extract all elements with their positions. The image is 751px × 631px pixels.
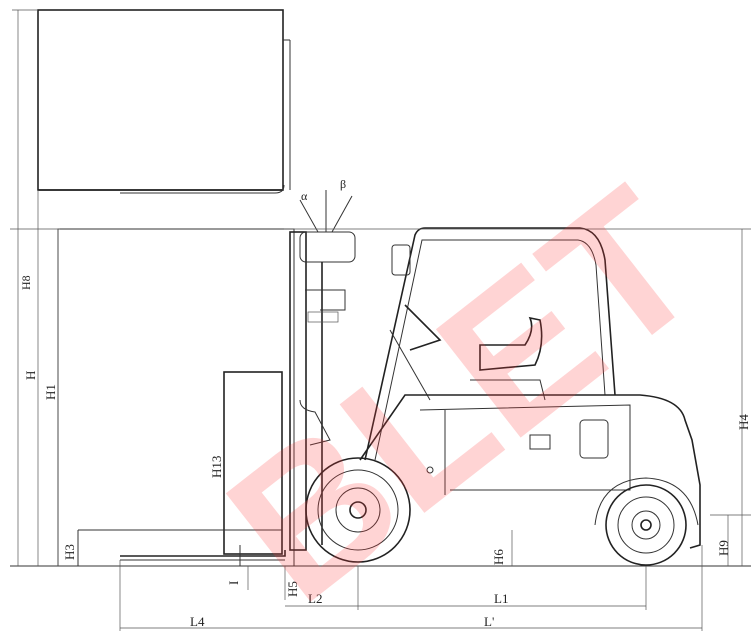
alpha-label: α [301,189,308,203]
h9-label: H9 [716,540,731,556]
chassis [359,394,701,549]
raised-load [37,9,291,194]
mast [289,231,356,551]
front-wheel [305,457,411,563]
beta-label: β [340,177,346,191]
watermark: BLET [189,147,738,631]
h5-label: H5 [285,581,300,597]
l4-label: L4 [190,614,205,629]
h4-label: H4 [736,414,751,430]
i-label: I [226,581,241,585]
h3-label: H3 [62,544,77,560]
l1-label: L1 [494,591,508,606]
tiny-mark-label: H8 [19,275,33,290]
l2-label: L2 [308,591,322,606]
operator-seat [470,316,546,401]
l-prime-label: L' [484,614,494,629]
tilt-markers: α β [299,177,353,233]
rear-wheel [594,477,699,566]
dimension-lines [10,9,751,631]
steering-wheel [389,304,442,401]
forks [120,545,286,566]
h6-label: H6 [491,549,506,565]
fork-load [77,371,283,566]
overhead-guard [364,227,616,461]
h1-label: H1 [43,384,58,400]
h13-label: H13 [209,456,224,478]
h-label: H [23,371,38,380]
